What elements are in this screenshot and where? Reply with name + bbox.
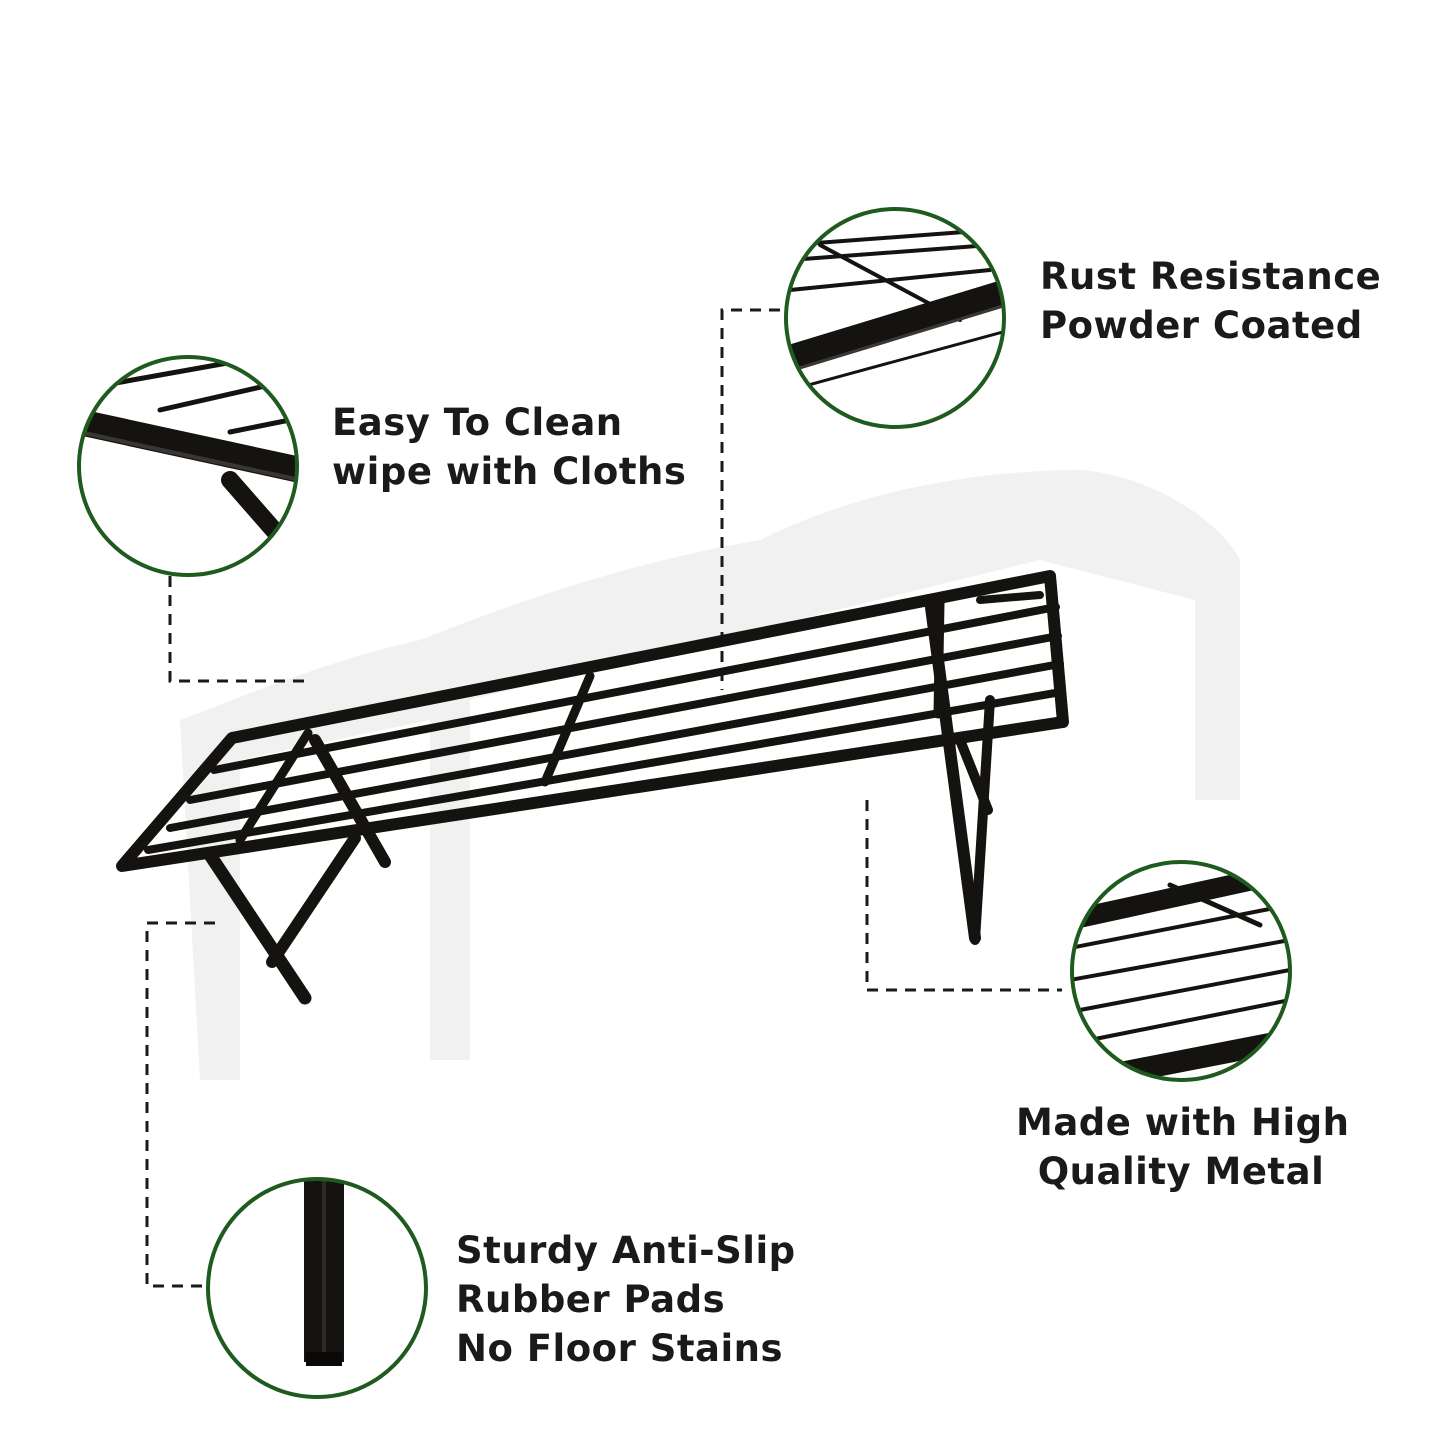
bench-leg: [266, 832, 361, 968]
feature-easy-clean-line2: wipe with Cloths: [332, 450, 687, 493]
feature-metal-line1: Made with High: [1016, 1101, 1350, 1144]
detail-circle-easy-clean: [77, 355, 299, 577]
feature-rust: Rust Resistance Powder Coated: [1040, 252, 1381, 350]
detail-circle-metal: [1070, 860, 1292, 1082]
connector-lines: [145, 308, 1062, 1288]
bench-crossbar: [933, 598, 945, 719]
detail-circle-pads: [206, 1177, 428, 1399]
feature-easy-clean: Easy To Clean wipe with Cloths: [332, 398, 686, 496]
feature-easy-clean-line1: Easy To Clean: [332, 401, 623, 444]
feature-pads-line3: No Floor Stains: [456, 1327, 784, 1370]
feature-pads: Sturdy Anti-Slip Rubber Pads No Floor St…: [456, 1226, 796, 1373]
bench-leg: [309, 734, 391, 868]
bench-slat: [210, 603, 1060, 774]
feature-rust-line1: Rust Resistance: [1040, 255, 1382, 298]
feature-pads-line1: Sturdy Anti-Slip: [456, 1229, 796, 1272]
bench-slat: [186, 632, 1062, 804]
detail-circle-rust: [784, 207, 1006, 429]
bench-crossbar: [235, 728, 313, 845]
feature-rust-line2: Powder Coated: [1040, 304, 1363, 347]
feature-metal: Made with High Quality Metal: [1016, 1098, 1350, 1196]
connector-rust: [720, 308, 780, 690]
bench-leg: [976, 591, 1044, 604]
bench-leg: [203, 848, 312, 1005]
connector-easy-clean: [168, 576, 310, 683]
feature-metal-line2: Quality Metal: [1037, 1150, 1325, 1193]
metal-bench: [116, 570, 1069, 1005]
bench-leg: [955, 735, 993, 815]
connector-metal: [865, 800, 1062, 992]
bench-crossbar: [540, 671, 595, 787]
feature-pads-line2: Rubber Pads: [456, 1278, 726, 1321]
bench-slat: [166, 660, 1064, 832]
bench-slat: [144, 688, 1065, 854]
bench-shadow: [180, 470, 1240, 1080]
bench-frame: [116, 570, 1069, 872]
bench-leg: [970, 695, 995, 945]
connector-pads: [145, 921, 215, 1288]
